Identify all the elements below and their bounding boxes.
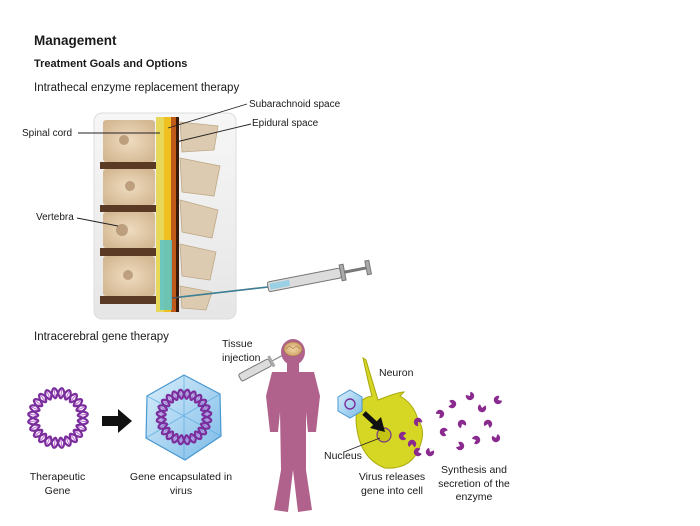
label-spinal-cord: Spinal cord	[22, 128, 73, 139]
brain-icon	[283, 341, 303, 357]
arrow-down-right-icon	[362, 411, 385, 432]
vertebral-bodies	[100, 120, 156, 304]
label-subarachnoid-space: Subarachnoid space	[249, 99, 341, 110]
enzyme-particle	[448, 399, 457, 409]
spine-leader-lines	[76, 103, 252, 227]
label-neuron: Neuron	[379, 367, 414, 379]
enzyme-particle	[413, 417, 423, 427]
enzyme-particle	[456, 441, 465, 451]
spinous-processes	[179, 121, 221, 311]
caption-gene-encapsulated: Gene encapsulated in virus	[129, 471, 233, 497]
intrathecal-heading: Intrathecal enzyme replacement therapy	[34, 82, 240, 94]
section-subtitle: Treatment Goals and Options	[34, 58, 188, 70]
label-nucleus: Nucleus	[324, 450, 362, 462]
small-virus-icon	[337, 389, 363, 419]
encapsulated-dna-icon	[155, 388, 213, 446]
enzyme-particle	[439, 427, 448, 437]
caption-virus-releases: Virus releases gene into cell	[358, 471, 426, 497]
intracerebral-heading: Intracerebral gene therapy	[34, 331, 169, 343]
enzyme-particle	[472, 435, 481, 445]
page-title: Management	[34, 33, 117, 48]
enzyme-particle	[457, 419, 467, 429]
enzyme-particle	[493, 395, 503, 405]
enzyme-particle	[491, 434, 501, 443]
therapeutic-gene-dna-icon	[27, 387, 89, 449]
enzyme-particle	[483, 419, 493, 428]
arrow-right-icon	[102, 409, 132, 433]
enzyme-particle	[477, 404, 487, 413]
label-tissue-injection: Tissue injection	[222, 338, 261, 364]
enzyme-particle	[435, 409, 445, 419]
label-vertebra: Vertebra	[36, 212, 74, 223]
tissue-injection-syringe-icon	[238, 354, 283, 382]
caption-synthesis: Synthesis and secretion of the enzyme	[438, 464, 510, 504]
enzyme-particle	[398, 431, 407, 441]
caption-therapeutic-gene: Therapeutic Gene	[29, 471, 86, 497]
nucleus-leader-line	[343, 437, 381, 453]
enzyme-particle	[465, 391, 475, 401]
spine-illustration	[93, 112, 237, 320]
spinal-canal	[156, 117, 179, 312]
enzyme-particles	[398, 391, 503, 457]
enzyme-particle	[425, 447, 435, 457]
enzyme-particle	[413, 447, 422, 457]
label-epidural-space: Epidural space	[252, 118, 319, 129]
spinal-syringe-icon	[171, 259, 373, 299]
enzyme-particle	[407, 439, 417, 448]
